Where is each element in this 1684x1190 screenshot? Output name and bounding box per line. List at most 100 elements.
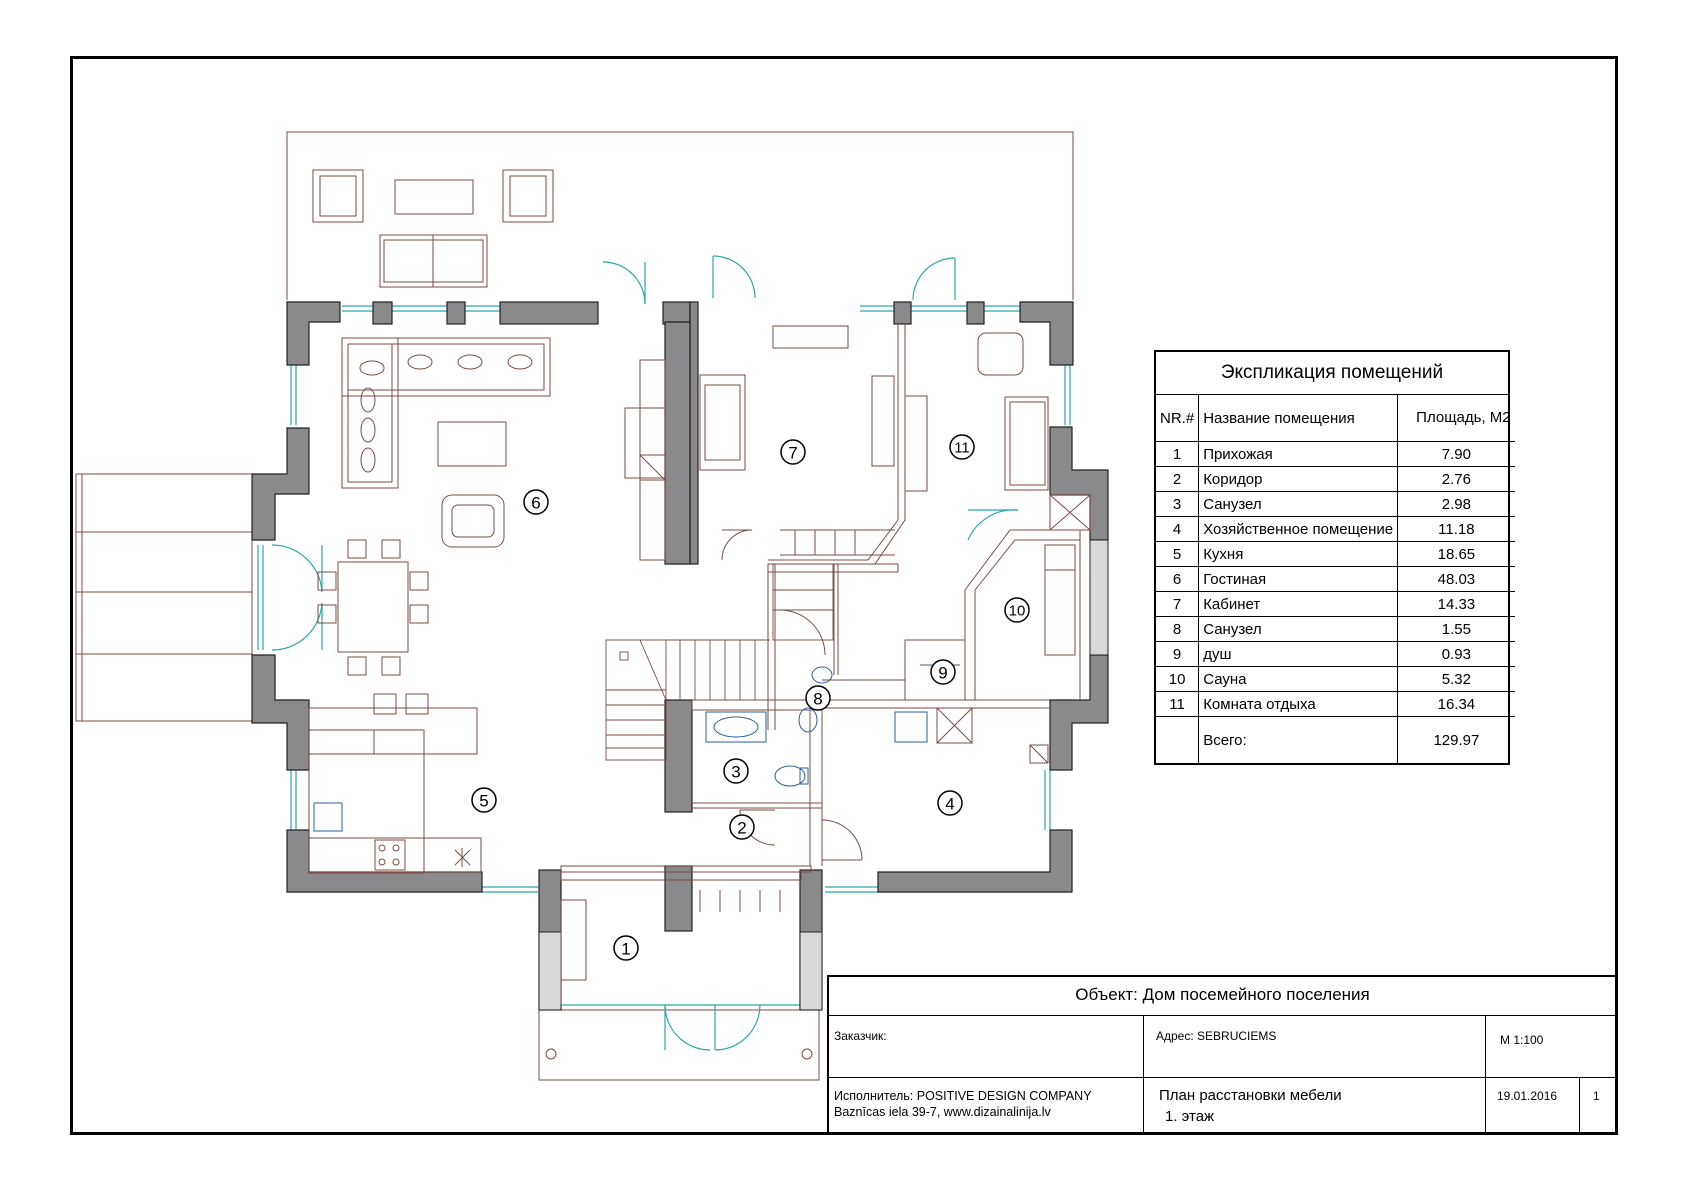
total-spacer bbox=[1156, 716, 1200, 763]
row-name: Комната отдыха bbox=[1198, 691, 1399, 717]
room-label-5 bbox=[471, 787, 497, 813]
row-name: Санузел bbox=[1198, 616, 1399, 642]
row-nr: 9 bbox=[1156, 641, 1200, 667]
row-nr: 11 bbox=[1156, 691, 1200, 717]
row-name: Хозяйственное помещение bbox=[1198, 516, 1399, 542]
terrace bbox=[286, 131, 1074, 300]
row-area: 2.76 bbox=[1397, 466, 1515, 492]
room-label-6 bbox=[523, 489, 549, 515]
room-numbers: 1 2 3 4 5 6 7 8 9 10 11 bbox=[479, 440, 1025, 959]
partitions bbox=[560, 324, 1091, 1004]
row-nr: 3 bbox=[1156, 491, 1200, 517]
header-nr: NR.# bbox=[1156, 395, 1200, 442]
row-nr: 2 bbox=[1156, 466, 1200, 492]
scale: M 1:100 bbox=[1500, 1033, 1544, 1047]
row-nr: 10 bbox=[1156, 666, 1200, 692]
explication-title: Экспликация помещений bbox=[1156, 352, 1508, 395]
interior-doors[interactable] bbox=[721, 529, 863, 861]
row-name: Прихожая bbox=[1198, 441, 1399, 467]
row-area: 16.34 bbox=[1397, 691, 1515, 717]
row-area: 0.93 bbox=[1397, 641, 1515, 667]
room-label-7 bbox=[780, 439, 806, 465]
table-header-row: NR.# Название помещения Площадь, M2 bbox=[1156, 395, 1515, 442]
doors[interactable] bbox=[271, 255, 1019, 1051]
svg-text:3: 3 bbox=[731, 763, 740, 782]
header-area: Площадь, M2 bbox=[1397, 395, 1515, 442]
staircase bbox=[605, 563, 834, 761]
row-area: 5.32 bbox=[1397, 666, 1515, 692]
row-nr: 6 bbox=[1156, 566, 1200, 592]
sheet-number: 1 bbox=[1593, 1089, 1600, 1103]
row-nr: 8 bbox=[1156, 616, 1200, 642]
row-name: Коридор bbox=[1198, 466, 1399, 492]
room-label-1 bbox=[613, 935, 639, 961]
room-label-3 bbox=[723, 758, 749, 784]
room-label-9 bbox=[930, 659, 956, 685]
svg-text:10: 10 bbox=[1009, 603, 1026, 620]
executor-line-1: Исполнитель: POSITIVE DESIGN COMPANY bbox=[834, 1089, 1092, 1103]
porch bbox=[538, 1009, 820, 1081]
exterior-walls bbox=[251, 301, 1109, 1011]
row-area: 2.98 bbox=[1397, 491, 1515, 517]
room-label-10 bbox=[1004, 597, 1030, 623]
row-name: Сауна bbox=[1198, 666, 1399, 692]
row-nr: 4 bbox=[1156, 516, 1200, 542]
title-block: Объект: Дом посемейного поселения Заказч… bbox=[827, 975, 1618, 1135]
row-name: душ bbox=[1198, 641, 1399, 667]
row-area: 1.55 bbox=[1397, 616, 1515, 642]
row-name: Санузел bbox=[1198, 491, 1399, 517]
svg-text:4: 4 bbox=[945, 795, 954, 814]
room-label-11 bbox=[949, 434, 975, 460]
row-name: Кухня bbox=[1198, 541, 1399, 567]
drawing-name-line-2: 1. этаж bbox=[1165, 1108, 1215, 1125]
row-area: 7.90 bbox=[1397, 441, 1515, 467]
object-value: Дом посемейного поселения bbox=[1142, 985, 1370, 1004]
total-label: Всего: bbox=[1198, 716, 1399, 763]
furniture bbox=[308, 325, 1076, 912]
room-label-2 bbox=[729, 814, 755, 840]
pergola bbox=[75, 473, 253, 722]
row-name: Гостиная bbox=[1198, 566, 1399, 592]
object-field: Объект: Дом посемейного поселения bbox=[829, 977, 1616, 1015]
svg-text:1: 1 bbox=[621, 940, 630, 959]
svg-text:11: 11 bbox=[954, 440, 970, 457]
row-area: 48.03 bbox=[1397, 566, 1515, 592]
windows bbox=[257, 305, 1071, 1006]
table-total-row: Всего: 129.97 bbox=[1156, 716, 1515, 763]
drawing-name-line-1: План расстановки мебели bbox=[1159, 1087, 1342, 1104]
date: 19.01.2016 bbox=[1497, 1089, 1558, 1103]
row-area: 18.65 bbox=[1397, 541, 1515, 567]
room-label-4 bbox=[937, 790, 963, 816]
total-value: 129.97 bbox=[1397, 716, 1515, 763]
row-nr: 1 bbox=[1156, 441, 1200, 467]
room-label-8 bbox=[805, 685, 831, 711]
object-label: Объект: bbox=[1075, 985, 1138, 1004]
address: Адрес: SEBRUCIEMS bbox=[1156, 1029, 1277, 1043]
svg-text:6: 6 bbox=[531, 494, 540, 513]
row-area: 14.33 bbox=[1397, 591, 1515, 617]
svg-text:9: 9 bbox=[938, 664, 947, 683]
row-nr: 7 bbox=[1156, 591, 1200, 617]
row-name: Кабинет bbox=[1198, 591, 1399, 617]
svg-text:2: 2 bbox=[737, 819, 746, 838]
room-labels bbox=[471, 434, 1030, 961]
svg-text:7: 7 bbox=[788, 444, 797, 463]
customer-label: Заказчик: bbox=[834, 1029, 887, 1043]
svg-text:8: 8 bbox=[813, 690, 822, 709]
header-name: Название помещения bbox=[1198, 395, 1399, 442]
row-nr: 5 bbox=[1156, 541, 1200, 567]
explication-table: Экспликация помещений NR.# Название поме… bbox=[1154, 350, 1515, 765]
hatched-walls bbox=[538, 539, 1109, 1011]
